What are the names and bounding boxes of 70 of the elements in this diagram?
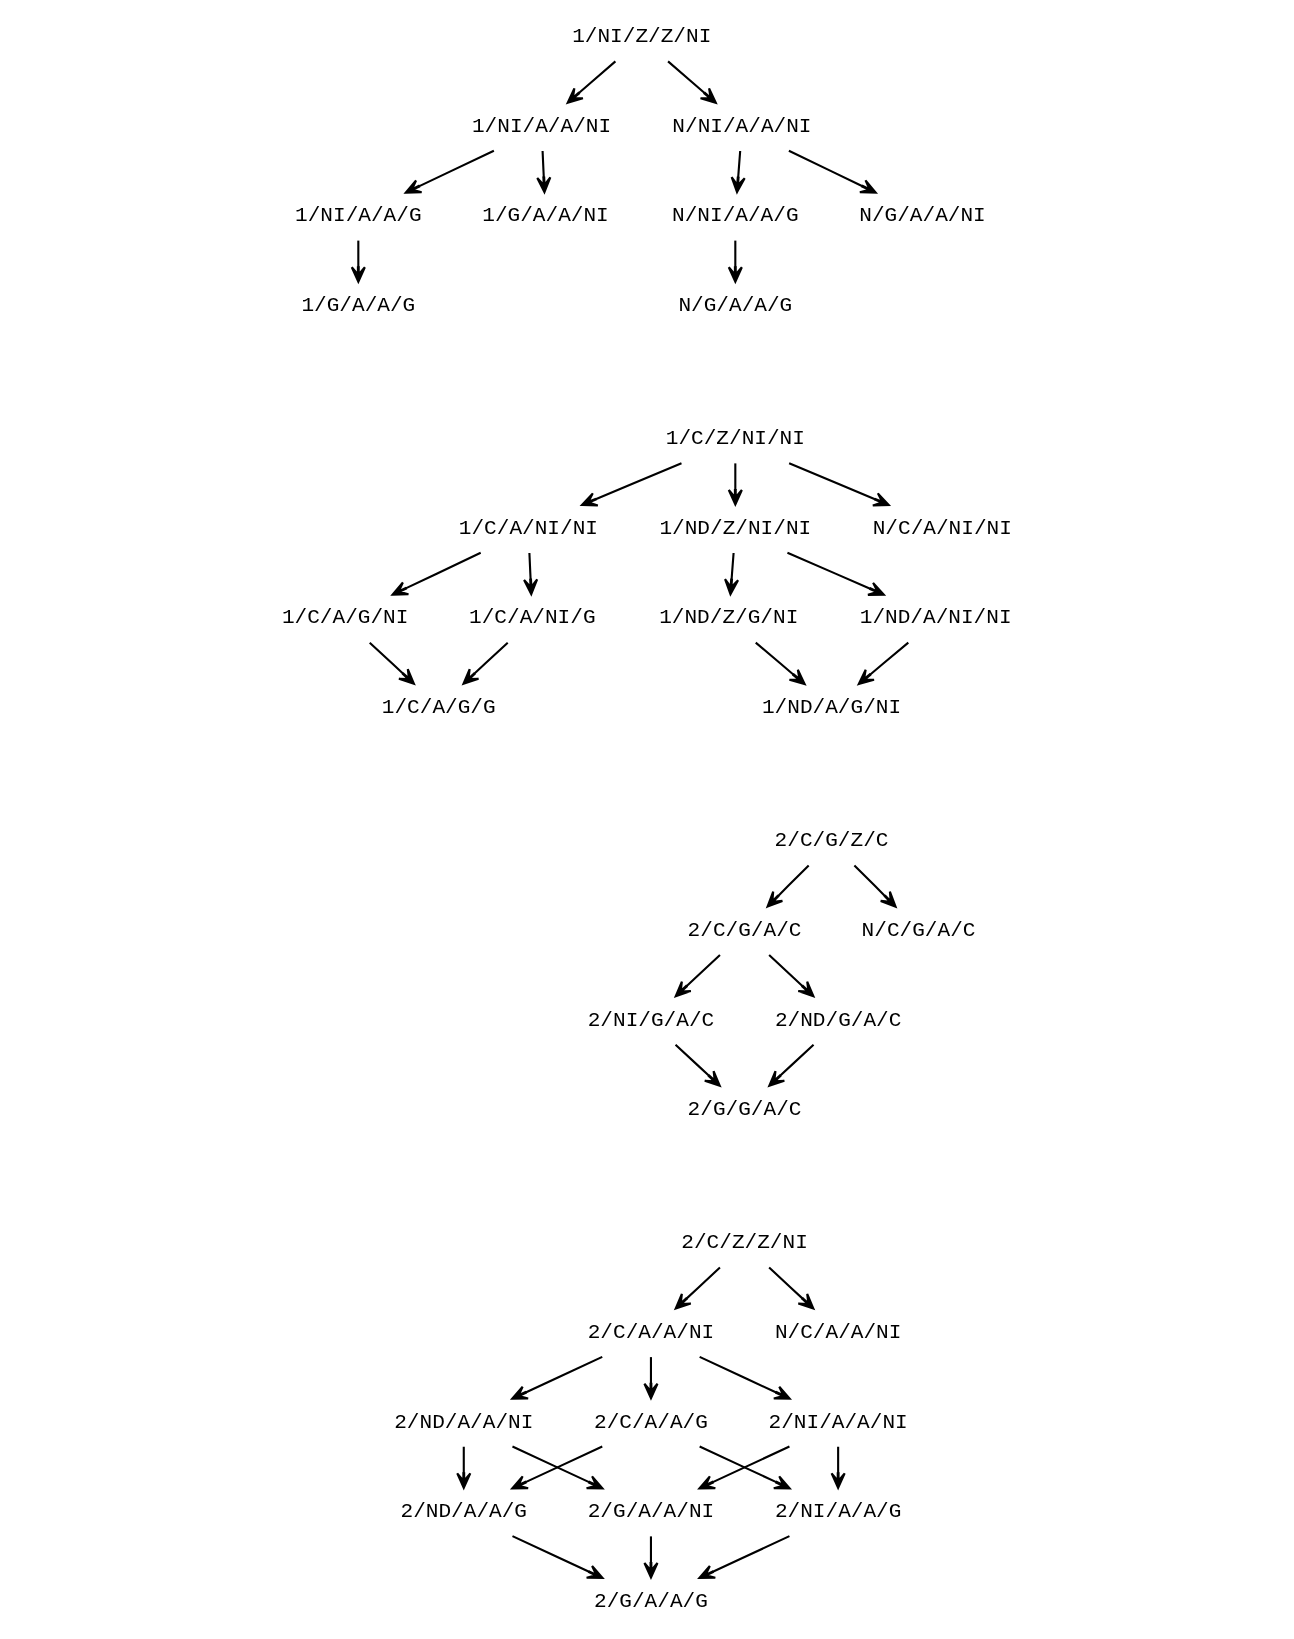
arrow xyxy=(643,1357,659,1400)
arrow xyxy=(768,954,815,998)
node-text: 2/NI/A/A/NI xyxy=(768,1409,908,1434)
node-text: 2/NI/A/A/G xyxy=(774,1499,902,1524)
node-text: N/C/G/A/C xyxy=(861,917,976,942)
arrow xyxy=(768,1043,815,1087)
arrow xyxy=(698,1535,790,1580)
arrow xyxy=(369,641,416,685)
arrow xyxy=(724,552,740,596)
arrow xyxy=(674,1266,721,1310)
arrow xyxy=(730,150,746,194)
node-text: N/G/A/A/NI xyxy=(859,203,986,228)
arrow xyxy=(788,462,890,507)
arrow xyxy=(788,149,877,194)
node-text: N/NI/A/A/NI xyxy=(672,113,812,138)
node-text: 1/ND/A/G/NI xyxy=(761,695,902,720)
node-text: 2/G/A/A/G xyxy=(594,1588,708,1613)
arrow xyxy=(350,240,366,283)
arrow xyxy=(755,641,806,686)
node-text: 1/ND/Z/NI/NI xyxy=(659,515,812,540)
node-text: 1/NI/A/A/G xyxy=(295,203,422,228)
node-text: 2/ND/A/A/NI xyxy=(394,1409,534,1434)
arrow xyxy=(699,1355,791,1400)
arrow xyxy=(566,60,617,104)
arrow xyxy=(857,641,909,686)
arrow xyxy=(674,954,721,998)
node-text: 2/G/G/A/C xyxy=(687,1097,802,1122)
node-text: 2/ND/G/A/C xyxy=(774,1007,902,1032)
arrow xyxy=(727,240,743,283)
node-text: 2/C/G/Z/C xyxy=(774,828,889,853)
node-text: 1/C/Z/NI/NI xyxy=(665,426,805,451)
node-text: 2/C/A/A/G xyxy=(594,1409,708,1434)
node-text: 1/C/A/NI/NI xyxy=(458,515,598,540)
arrow xyxy=(511,1355,603,1400)
arrow xyxy=(512,1535,604,1580)
node-text: N/C/A/A/NI xyxy=(774,1319,902,1344)
node-text: 2/NI/G/A/C xyxy=(587,1007,715,1032)
arrow xyxy=(667,60,717,104)
node-text: 1/NI/Z/Z/NI xyxy=(572,24,712,49)
arrow xyxy=(643,1536,659,1579)
node-text: 1/C/A/G/G xyxy=(381,695,496,720)
node-text: 2/C/A/A/NI xyxy=(587,1319,715,1344)
arrow xyxy=(391,551,482,596)
arrow xyxy=(766,864,810,908)
arrow xyxy=(462,641,509,685)
arrow xyxy=(456,1446,472,1489)
arrow xyxy=(727,463,743,506)
node-text: N/NI/A/A/G xyxy=(672,203,799,228)
node-text: N/G/A/A/G xyxy=(678,293,793,318)
node-text: 1/NI/A/A/NI xyxy=(471,113,612,138)
node-text: 1/ND/Z/G/NI xyxy=(659,605,799,630)
node-text: 1/G/A/A/NI xyxy=(482,203,609,228)
arrow xyxy=(787,551,885,596)
node-text: 1/ND/A/NI/NI xyxy=(859,605,1012,630)
node-text: 2/G/A/A/NI xyxy=(587,1499,715,1524)
arrow xyxy=(580,462,682,507)
node-text: 1/C/A/G/NI xyxy=(281,605,409,630)
node-text: 2/C/G/A/C xyxy=(687,917,802,942)
node-text: N/C/A/NI/NI xyxy=(872,515,1012,540)
arrow xyxy=(830,1446,846,1489)
node-text: 2/C/Z/Z/NI xyxy=(681,1230,808,1255)
node-text: 1/C/A/NI/G xyxy=(469,605,596,630)
node-text: 2/ND/A/A/G xyxy=(400,1499,528,1524)
arrow xyxy=(404,149,495,194)
arrow xyxy=(768,1266,815,1310)
arrow xyxy=(523,552,539,596)
arrow xyxy=(536,150,552,194)
node-text: 1/G/A/A/G xyxy=(301,293,416,318)
arrow xyxy=(853,864,897,908)
arrow xyxy=(674,1043,721,1087)
